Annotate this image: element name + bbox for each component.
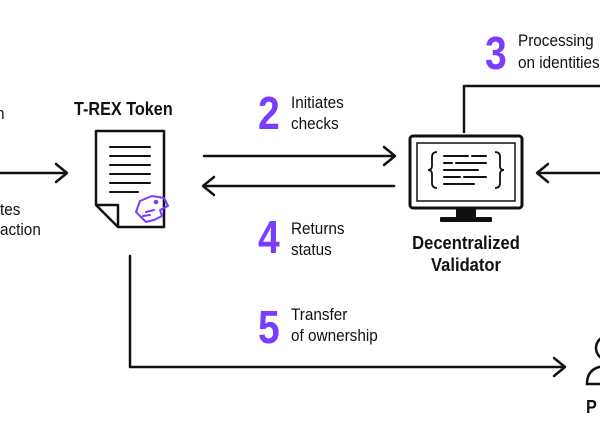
step-label-line2: on identities xyxy=(518,53,600,72)
person-icon xyxy=(585,337,600,386)
token-title: T-REX Token xyxy=(74,99,173,119)
step-label-line2: of ownership xyxy=(291,326,378,345)
document-icon xyxy=(94,129,166,229)
step-label-line1: Processing xyxy=(518,31,594,50)
step-label-line2: status xyxy=(291,240,332,259)
step-number: 2 xyxy=(258,87,280,139)
step-label-line1: Transfer xyxy=(291,305,348,324)
step-number: 5 xyxy=(258,301,280,353)
arrow-processing-loop xyxy=(462,84,600,184)
step-label-line2: checks xyxy=(291,114,339,133)
left-action-line2: action xyxy=(0,220,41,239)
validator-label-line2: Validator xyxy=(431,255,501,275)
step-label-line1: Initiates xyxy=(291,93,344,112)
step-label-line1: Returns xyxy=(291,219,345,238)
arrow-initiates-checks xyxy=(202,145,397,167)
step-number: 3 xyxy=(485,27,507,79)
left-actor-label: n xyxy=(0,104,5,124)
validator-label-line1: Decentralized xyxy=(412,233,520,253)
arrow-to-token xyxy=(0,162,69,184)
monitor-code-icon xyxy=(408,134,524,222)
arrow-transfer-ownership xyxy=(128,254,567,378)
t-rex-icon xyxy=(135,195,169,223)
step-number: 4 xyxy=(258,211,280,263)
left-action-line1: tes xyxy=(0,200,21,219)
arrow-returns-status xyxy=(201,175,396,197)
recipient-label: P xyxy=(586,397,597,417)
